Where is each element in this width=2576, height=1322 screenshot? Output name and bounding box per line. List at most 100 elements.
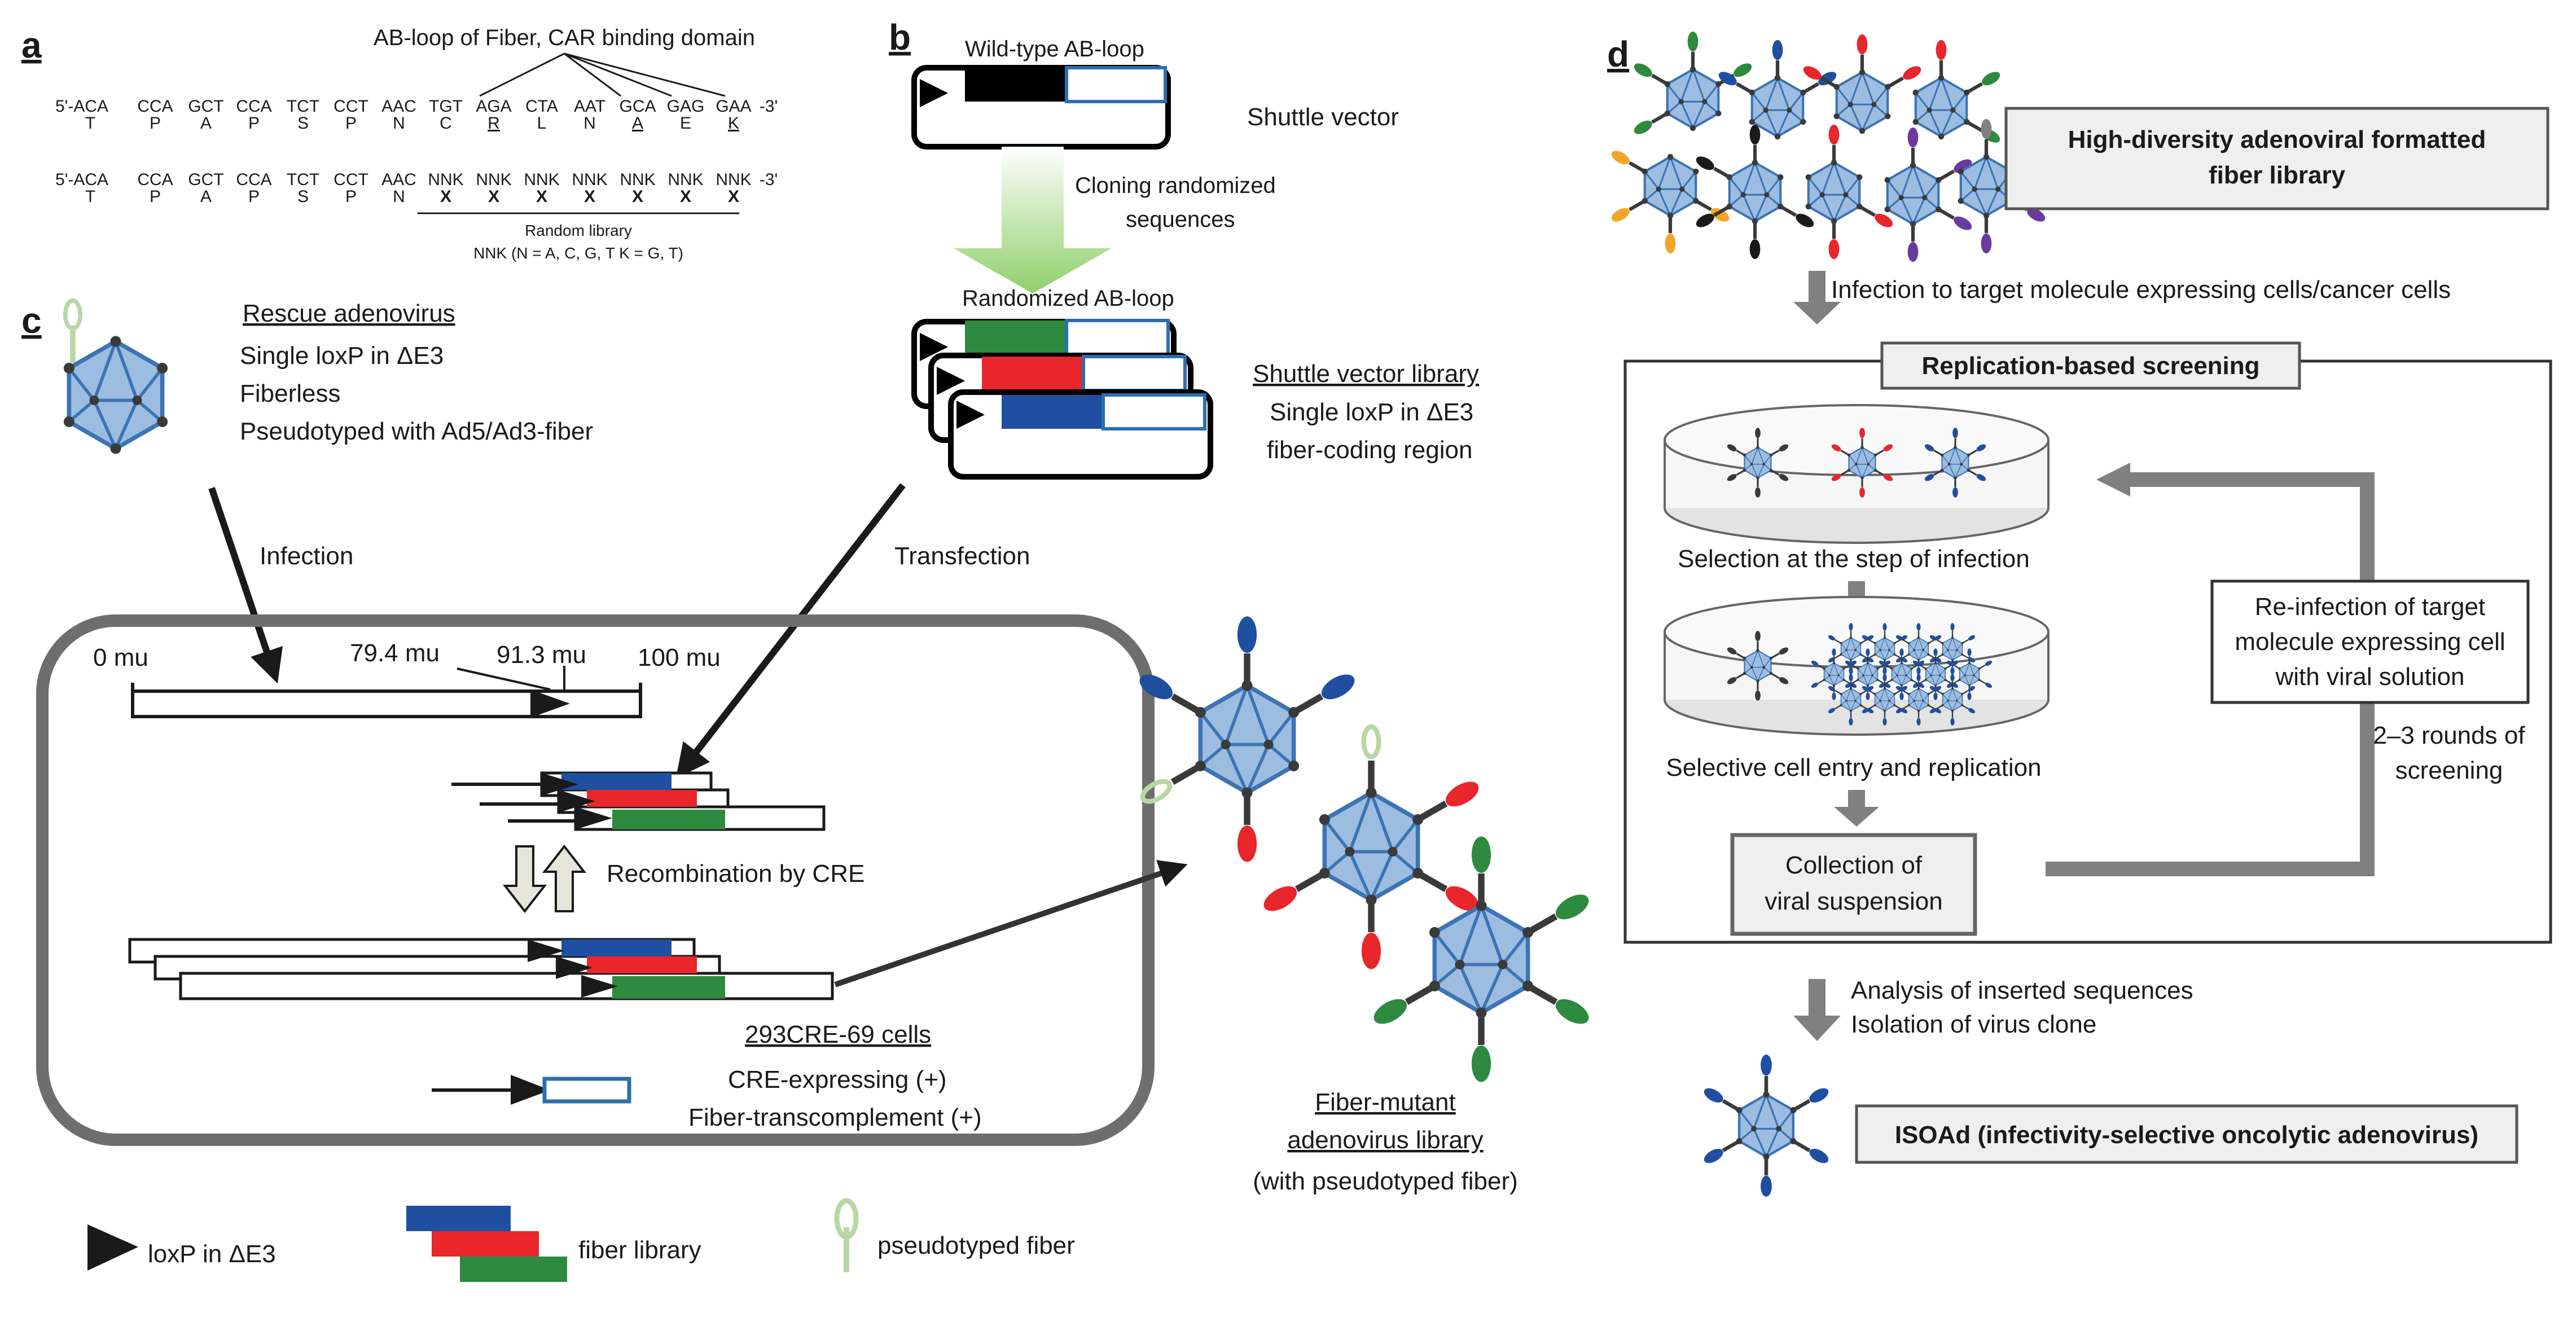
random-library-label: Random library bbox=[525, 222, 632, 239]
transfection-arrow bbox=[675, 483, 906, 779]
mutant-virus-green bbox=[1373, 836, 1589, 1082]
codon-rnd-9: NNK bbox=[524, 170, 559, 189]
library-virus-7 bbox=[1885, 127, 1972, 262]
infection-label: Infection bbox=[260, 542, 353, 570]
library-box-line1: High-diversity adenoviral formatted bbox=[2068, 126, 2486, 153]
rounds-line2: screening bbox=[2395, 757, 2503, 784]
mu-91-label: 91.3 mu bbox=[497, 641, 586, 669]
aa-rnd-2: A bbox=[200, 187, 212, 206]
cells-title: 293CRE-69 cells bbox=[745, 1021, 931, 1048]
codon-rnd-14: -3' bbox=[760, 170, 778, 189]
codon-wt-4: TCT bbox=[287, 97, 319, 116]
selective-entry-label: Selective cell entry and replication bbox=[1666, 754, 2041, 781]
rescue-genome bbox=[131, 666, 642, 718]
legend-pseudotyped-label: pseudotyped fiber bbox=[877, 1232, 1075, 1259]
codon-rnd-3: CCA bbox=[236, 170, 271, 189]
cloning-label-line1: Cloning randomized bbox=[1075, 173, 1276, 198]
aa-rnd-0: T bbox=[85, 187, 95, 206]
analysis-line1: Analysis of inserted sequences bbox=[1851, 977, 2193, 1004]
nnk-note: NNK (N = A, C, G, T K = G, T) bbox=[473, 244, 683, 262]
mu-100-label: 100 mu bbox=[638, 644, 721, 671]
aa-rnd-11: X bbox=[632, 187, 643, 206]
codon-rnd-12: NNK bbox=[668, 170, 703, 189]
aa-wt-12: E bbox=[680, 114, 691, 133]
aa-rnd-7: X bbox=[440, 187, 451, 206]
codon-wt-5: CCT bbox=[333, 97, 368, 116]
library-virus-6 bbox=[1806, 124, 1893, 260]
mu-0-label: 0 mu bbox=[93, 644, 148, 671]
codon-rnd-10: NNK bbox=[572, 170, 607, 189]
dish-virus-grey bbox=[1727, 428, 1789, 498]
legend-pseudotyped-fiber-icon bbox=[834, 1198, 859, 1272]
aa-wt-11: A bbox=[632, 114, 643, 133]
codon-wt-12: GAG bbox=[667, 97, 705, 116]
aa-wt-8: R bbox=[488, 114, 500, 133]
rescue-title: Rescue adenovirus bbox=[243, 300, 455, 327]
randomized-ab-loop-label: Randomized AB-loop bbox=[962, 286, 1174, 311]
codon-rnd-6: AAC bbox=[381, 170, 416, 189]
reinfection-line1: Re-infection of target bbox=[2255, 593, 2485, 621]
library-virus-1 bbox=[1718, 39, 1837, 139]
reinfection-line3: with viral solution bbox=[2275, 663, 2464, 691]
collection-line1: Collection of bbox=[1785, 851, 1923, 879]
replicating-virus-cluster bbox=[1727, 623, 1993, 726]
codon-wt-14: -3' bbox=[760, 97, 778, 116]
aa-rnd-4: S bbox=[297, 187, 309, 206]
legend-loxp-icon bbox=[87, 1224, 138, 1271]
aa-wt-0: T bbox=[85, 114, 95, 133]
cloning-arrow bbox=[954, 147, 1112, 293]
down-arrow-2 bbox=[1834, 790, 1879, 827]
transfection-label: Transfection bbox=[894, 542, 1030, 570]
codon-rnd-5: CCT bbox=[333, 170, 368, 189]
codon-wt-3: CCA bbox=[236, 97, 271, 116]
aa-rnd-13: X bbox=[728, 187, 739, 206]
cre-plasmid bbox=[432, 1075, 631, 1105]
mutant-library-line1: Fiber-mutant bbox=[1315, 1088, 1455, 1116]
codon-wt-0: 5'-ACA bbox=[55, 97, 108, 116]
codon-rnd-1: CCA bbox=[137, 170, 173, 189]
codon-wt-7: TGT bbox=[429, 97, 463, 116]
aa-wt-4: S bbox=[297, 114, 309, 133]
codon-wt-9: CTA bbox=[525, 97, 558, 116]
codon-rnd-2: GCT bbox=[188, 170, 223, 189]
codon-wt-10: AAT bbox=[574, 97, 605, 116]
aa-wt-1: P bbox=[150, 114, 161, 133]
isoad-box bbox=[1855, 1104, 2518, 1164]
panel-b-label: b bbox=[889, 17, 911, 58]
codon-wt-11: GCA bbox=[619, 97, 656, 116]
codon-wt-1: CCA bbox=[137, 97, 173, 116]
panel-d-label: d bbox=[1607, 34, 1629, 74]
screening-title: Replication-based screening bbox=[1921, 352, 2259, 380]
release-arrow bbox=[834, 860, 1188, 987]
aa-rnd-3: P bbox=[248, 187, 260, 206]
mu-79-label: 79.4 mu bbox=[350, 639, 440, 667]
codon-wt-8: AGA bbox=[476, 97, 511, 116]
legend-fiber-library-icon bbox=[406, 1206, 567, 1282]
rescue-adenovirus-icon bbox=[64, 298, 168, 454]
codon-rnd-8: NNK bbox=[476, 170, 511, 189]
aa-rnd-5: P bbox=[345, 187, 357, 206]
fiber-mutant-viruses bbox=[1139, 616, 1589, 1082]
isoad-label: ISOAd (infectivity-selective oncolytic a… bbox=[1895, 1121, 2478, 1149]
codon-wt-6: AAC bbox=[381, 97, 416, 116]
shuttle-library-line2: Single loxP in ΔE3 bbox=[1270, 398, 1473, 426]
isoad-virus-icon bbox=[1704, 1055, 1829, 1197]
aa-rnd-8: X bbox=[488, 187, 499, 206]
codon-wt-13: GAA bbox=[716, 97, 751, 116]
cluster-virus-6 bbox=[1879, 648, 1925, 700]
cells-line1: CRE-expressing (+) bbox=[728, 1066, 947, 1093]
transfected-plasmids bbox=[451, 771, 826, 831]
wild-type-ab-loop-label: Wild-type AB-loop bbox=[965, 37, 1144, 62]
aa-wt-5: P bbox=[345, 114, 357, 133]
mutant-virus-blue bbox=[1139, 616, 1355, 862]
library-virus-5 bbox=[1696, 124, 1814, 260]
screening-title-box bbox=[1880, 341, 2301, 390]
aa-wt-10: N bbox=[583, 114, 596, 133]
library-virus-2 bbox=[1803, 34, 1921, 134]
collection-box bbox=[1730, 833, 1977, 936]
recombination-label: Recombination by CRE bbox=[607, 860, 864, 888]
